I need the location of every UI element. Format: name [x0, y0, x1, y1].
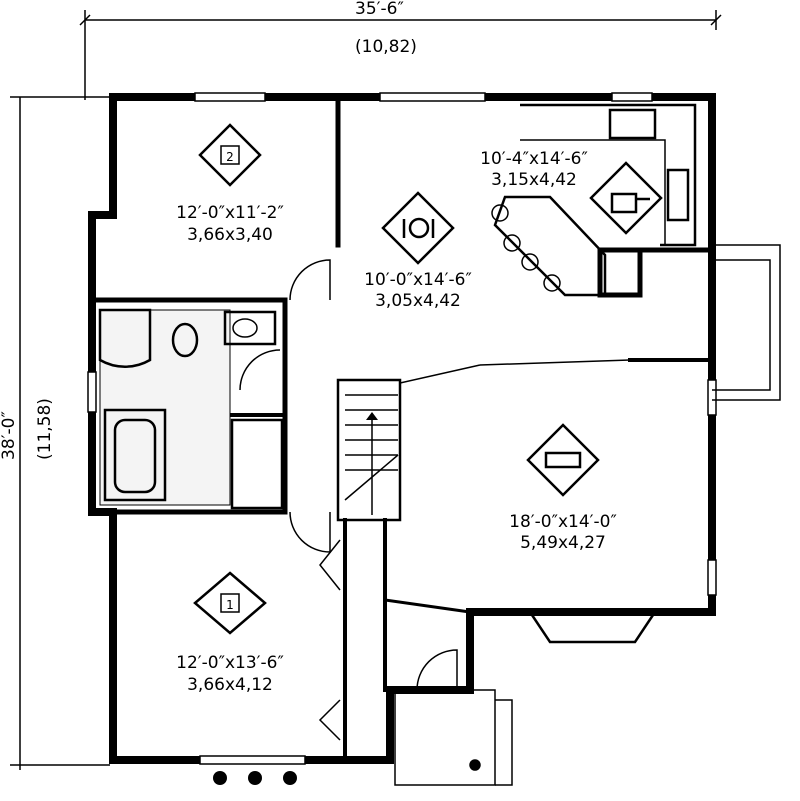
- closet: [230, 418, 284, 510]
- room-bedroom-2: 2 12′-0″x11′-2″ 3,66x3,40: [176, 123, 284, 245]
- svg-text:3,05x4,42: 3,05x4,42: [375, 291, 461, 311]
- svg-text:10′-0″x14′-6″: 10′-0″x14′-6″: [364, 270, 472, 290]
- width-dimension: 35′-6″ (10,82): [79, 0, 722, 100]
- cooking-pot-icon: [589, 161, 663, 235]
- depth-metric: (11,58): [35, 398, 55, 460]
- svg-text:2: 2: [226, 150, 234, 164]
- svg-text:1: 1: [226, 598, 234, 612]
- shrubs: [213, 771, 297, 785]
- windows: [87, 92, 717, 765]
- svg-text:3,66x3,40: 3,66x3,40: [187, 225, 273, 245]
- kitchen-fixtures: [491, 103, 697, 297]
- bathtub: [103, 408, 167, 502]
- svg-text:3,15x4,42: 3,15x4,42: [491, 170, 577, 190]
- bathroom: [98, 308, 284, 510]
- stove: [666, 168, 690, 222]
- room-kitchen: 10′-4″x14′-6″ 3,15x4,42: [480, 149, 663, 235]
- svg-text:18′-0″x14′-0″: 18′-0″x14′-0″: [509, 512, 617, 532]
- doors: [239, 259, 631, 741]
- sofa-icon: [526, 423, 600, 497]
- svg-text:10′-4″x14′-6″: 10′-4″x14′-6″: [480, 149, 588, 169]
- toilet: [171, 322, 199, 358]
- bed-1-icon: [193, 571, 267, 635]
- width-metric: (10,82): [355, 37, 417, 57]
- room-dining: 10′-0″x14′-6″ 3,05x4,42: [364, 191, 472, 311]
- sink: [223, 310, 277, 346]
- bed-2-icon: [198, 123, 262, 187]
- room-living: 18′-0″x14′-0″ 5,49x4,27: [509, 423, 617, 553]
- depth-dimension: 38′-0″ (11,58): [0, 96, 110, 770]
- depth-imperial: 38′-0″: [0, 411, 19, 460]
- svg-text:3,66x4,12: 3,66x4,12: [187, 675, 273, 695]
- kitchen-island: [493, 195, 607, 297]
- room-bedroom-1: 1 12′-0″x13′-6″ 3,66x4,12: [176, 571, 284, 695]
- svg-text:5,49x4,27: 5,49x4,27: [520, 533, 606, 553]
- porches: [394, 244, 781, 786]
- svg-text:12′-0″x11′-2″: 12′-0″x11′-2″: [176, 203, 284, 223]
- kitchen-sink: [608, 108, 657, 140]
- width-imperial: 35′-6″: [355, 0, 404, 19]
- shower: [98, 308, 152, 368]
- stairs: [336, 378, 402, 522]
- plate-cutlery-icon: [381, 191, 455, 265]
- svg-text:12′-0″x13′-6″: 12′-0″x13′-6″: [176, 653, 284, 673]
- interior-walls: [89, 94, 715, 762]
- bay-window: [528, 611, 657, 644]
